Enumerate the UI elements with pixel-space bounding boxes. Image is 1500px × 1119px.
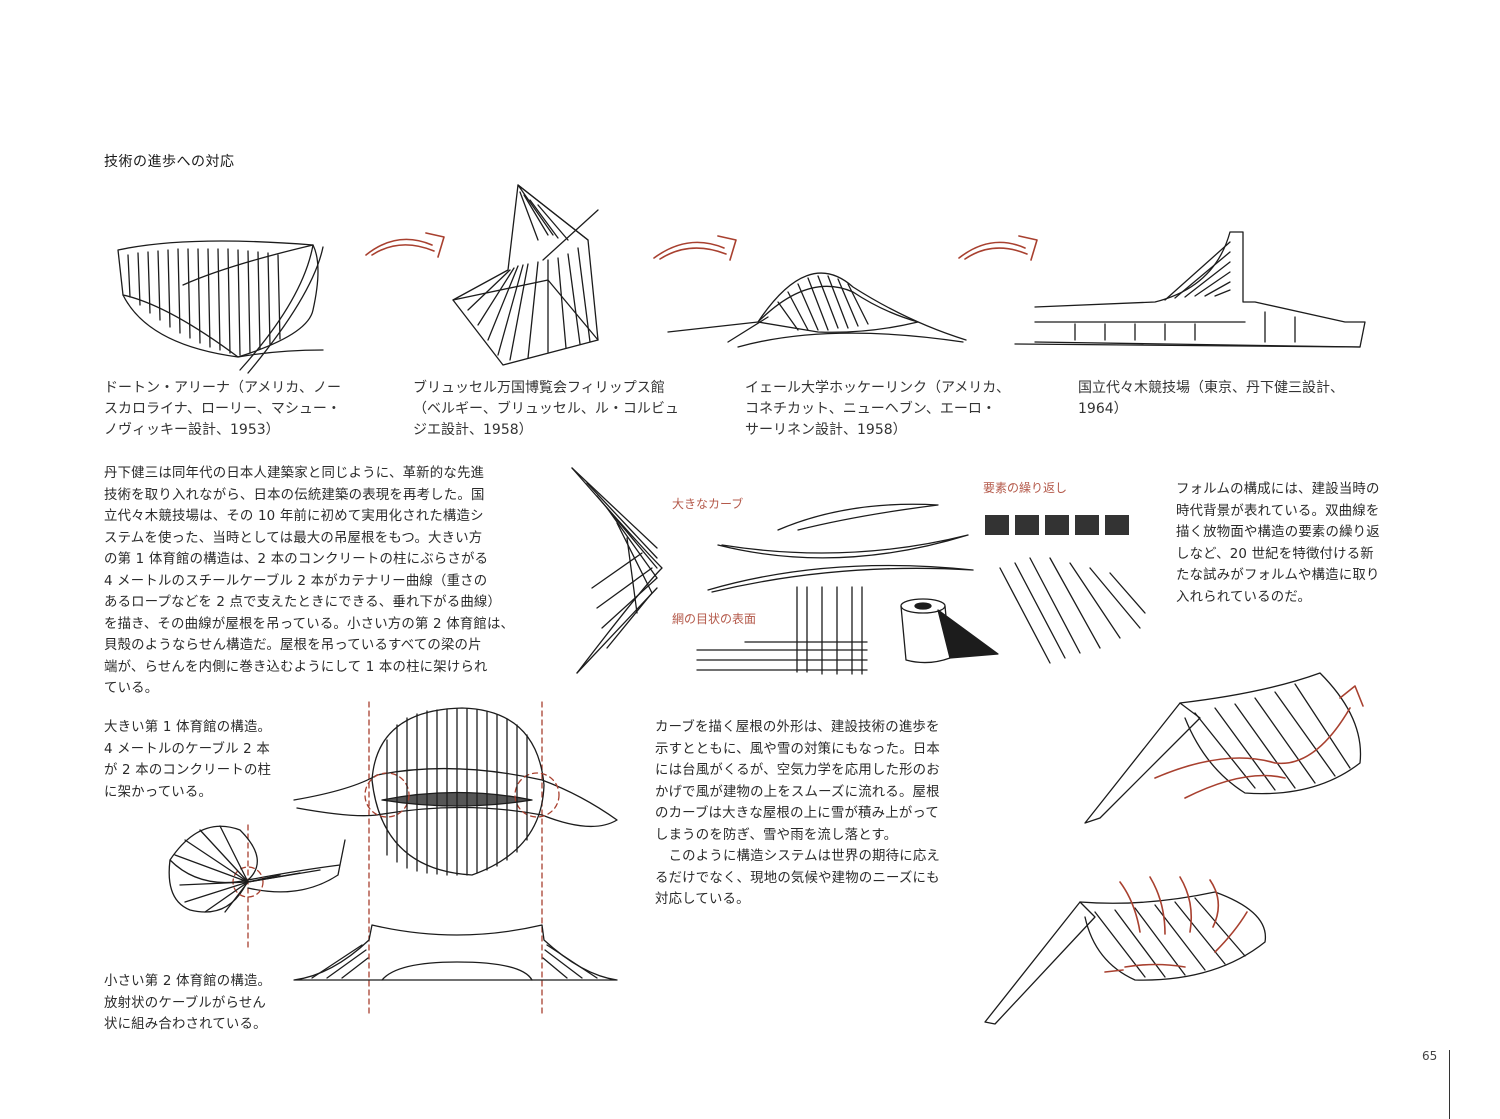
big-curve-sketch (707, 503, 974, 593)
dorton-arena-sketch (117, 240, 324, 374)
page-number: 65 (1422, 1049, 1438, 1063)
yoyogi-stadium-sketch (1014, 231, 1366, 348)
cylinder-sketch (900, 598, 999, 664)
arrow-right-icon (653, 235, 737, 261)
repetition-lines-sketch (999, 557, 1146, 664)
middle-paragraph: カーブを描く屋根の外形は、建設技術の進歩を 示すとともに、風や雪の対策にもなった… (655, 720, 940, 907)
snow-flow-roof-sketch (984, 876, 1267, 1025)
caption-dorton-arena: ドートン・アリーナ（アメリカ、ノー スカロライナ、ローリー、マシュー・ ノヴィッ… (104, 380, 342, 438)
gym2-spiral-sketch (168, 824, 346, 951)
net-surface-sketch (696, 586, 868, 675)
philips-pavilion-sketch (452, 184, 599, 366)
label-big-curve: 大きなカーブ (672, 497, 744, 511)
label-repetition: 要素の繰り返し (983, 481, 1068, 495)
arrow-right-icon (365, 232, 445, 258)
hyperbolic-net-sketch (571, 467, 663, 674)
arrow-right-icon (958, 235, 1038, 261)
gym1-caption: 大きい第 1 体育館の構造。 4 メートルのケーブル 2 本 が 2 本のコンク… (104, 720, 272, 800)
main-paragraph: 丹下健三は同年代の日本人建築家と同じように、革新的な先進 技術を取り入れながら、… (104, 466, 515, 696)
repetition-squares-sketch (985, 515, 1129, 535)
section-title: 技術の進歩への対応 (104, 154, 235, 170)
caption-philips-pavilion: ブリュッセル万国博覧会フィリップス館 （ベルギー、ブリュッセル、ル・コルビュ ジ… (413, 380, 679, 438)
caption-yale-rink: イェール大学ホッケーリンク（アメリカ、 コネチカット、ニューヘブン、エーロ・ サ… (745, 380, 1011, 438)
wind-flow-roof-sketch (1084, 672, 1364, 824)
caption-yoyogi: 国立代々木競技場（東京、丹下健三設計、 1964） (1078, 380, 1344, 417)
right-paragraph: フォルムの構成には、建設当時の 時代背景が表れている。双曲線を 描く放物面や構造… (1176, 482, 1380, 605)
gym1-structure-sketch (293, 701, 618, 1016)
label-net-surface: 網の目状の表面 (672, 612, 757, 626)
yale-hockey-rink-sketch (667, 272, 967, 348)
gym2-caption: 小さい第 2 体育館の構造。 放射状のケーブルがらせん 状に組み合わされている。 (104, 974, 272, 1032)
page-divider (1449, 1050, 1450, 1119)
